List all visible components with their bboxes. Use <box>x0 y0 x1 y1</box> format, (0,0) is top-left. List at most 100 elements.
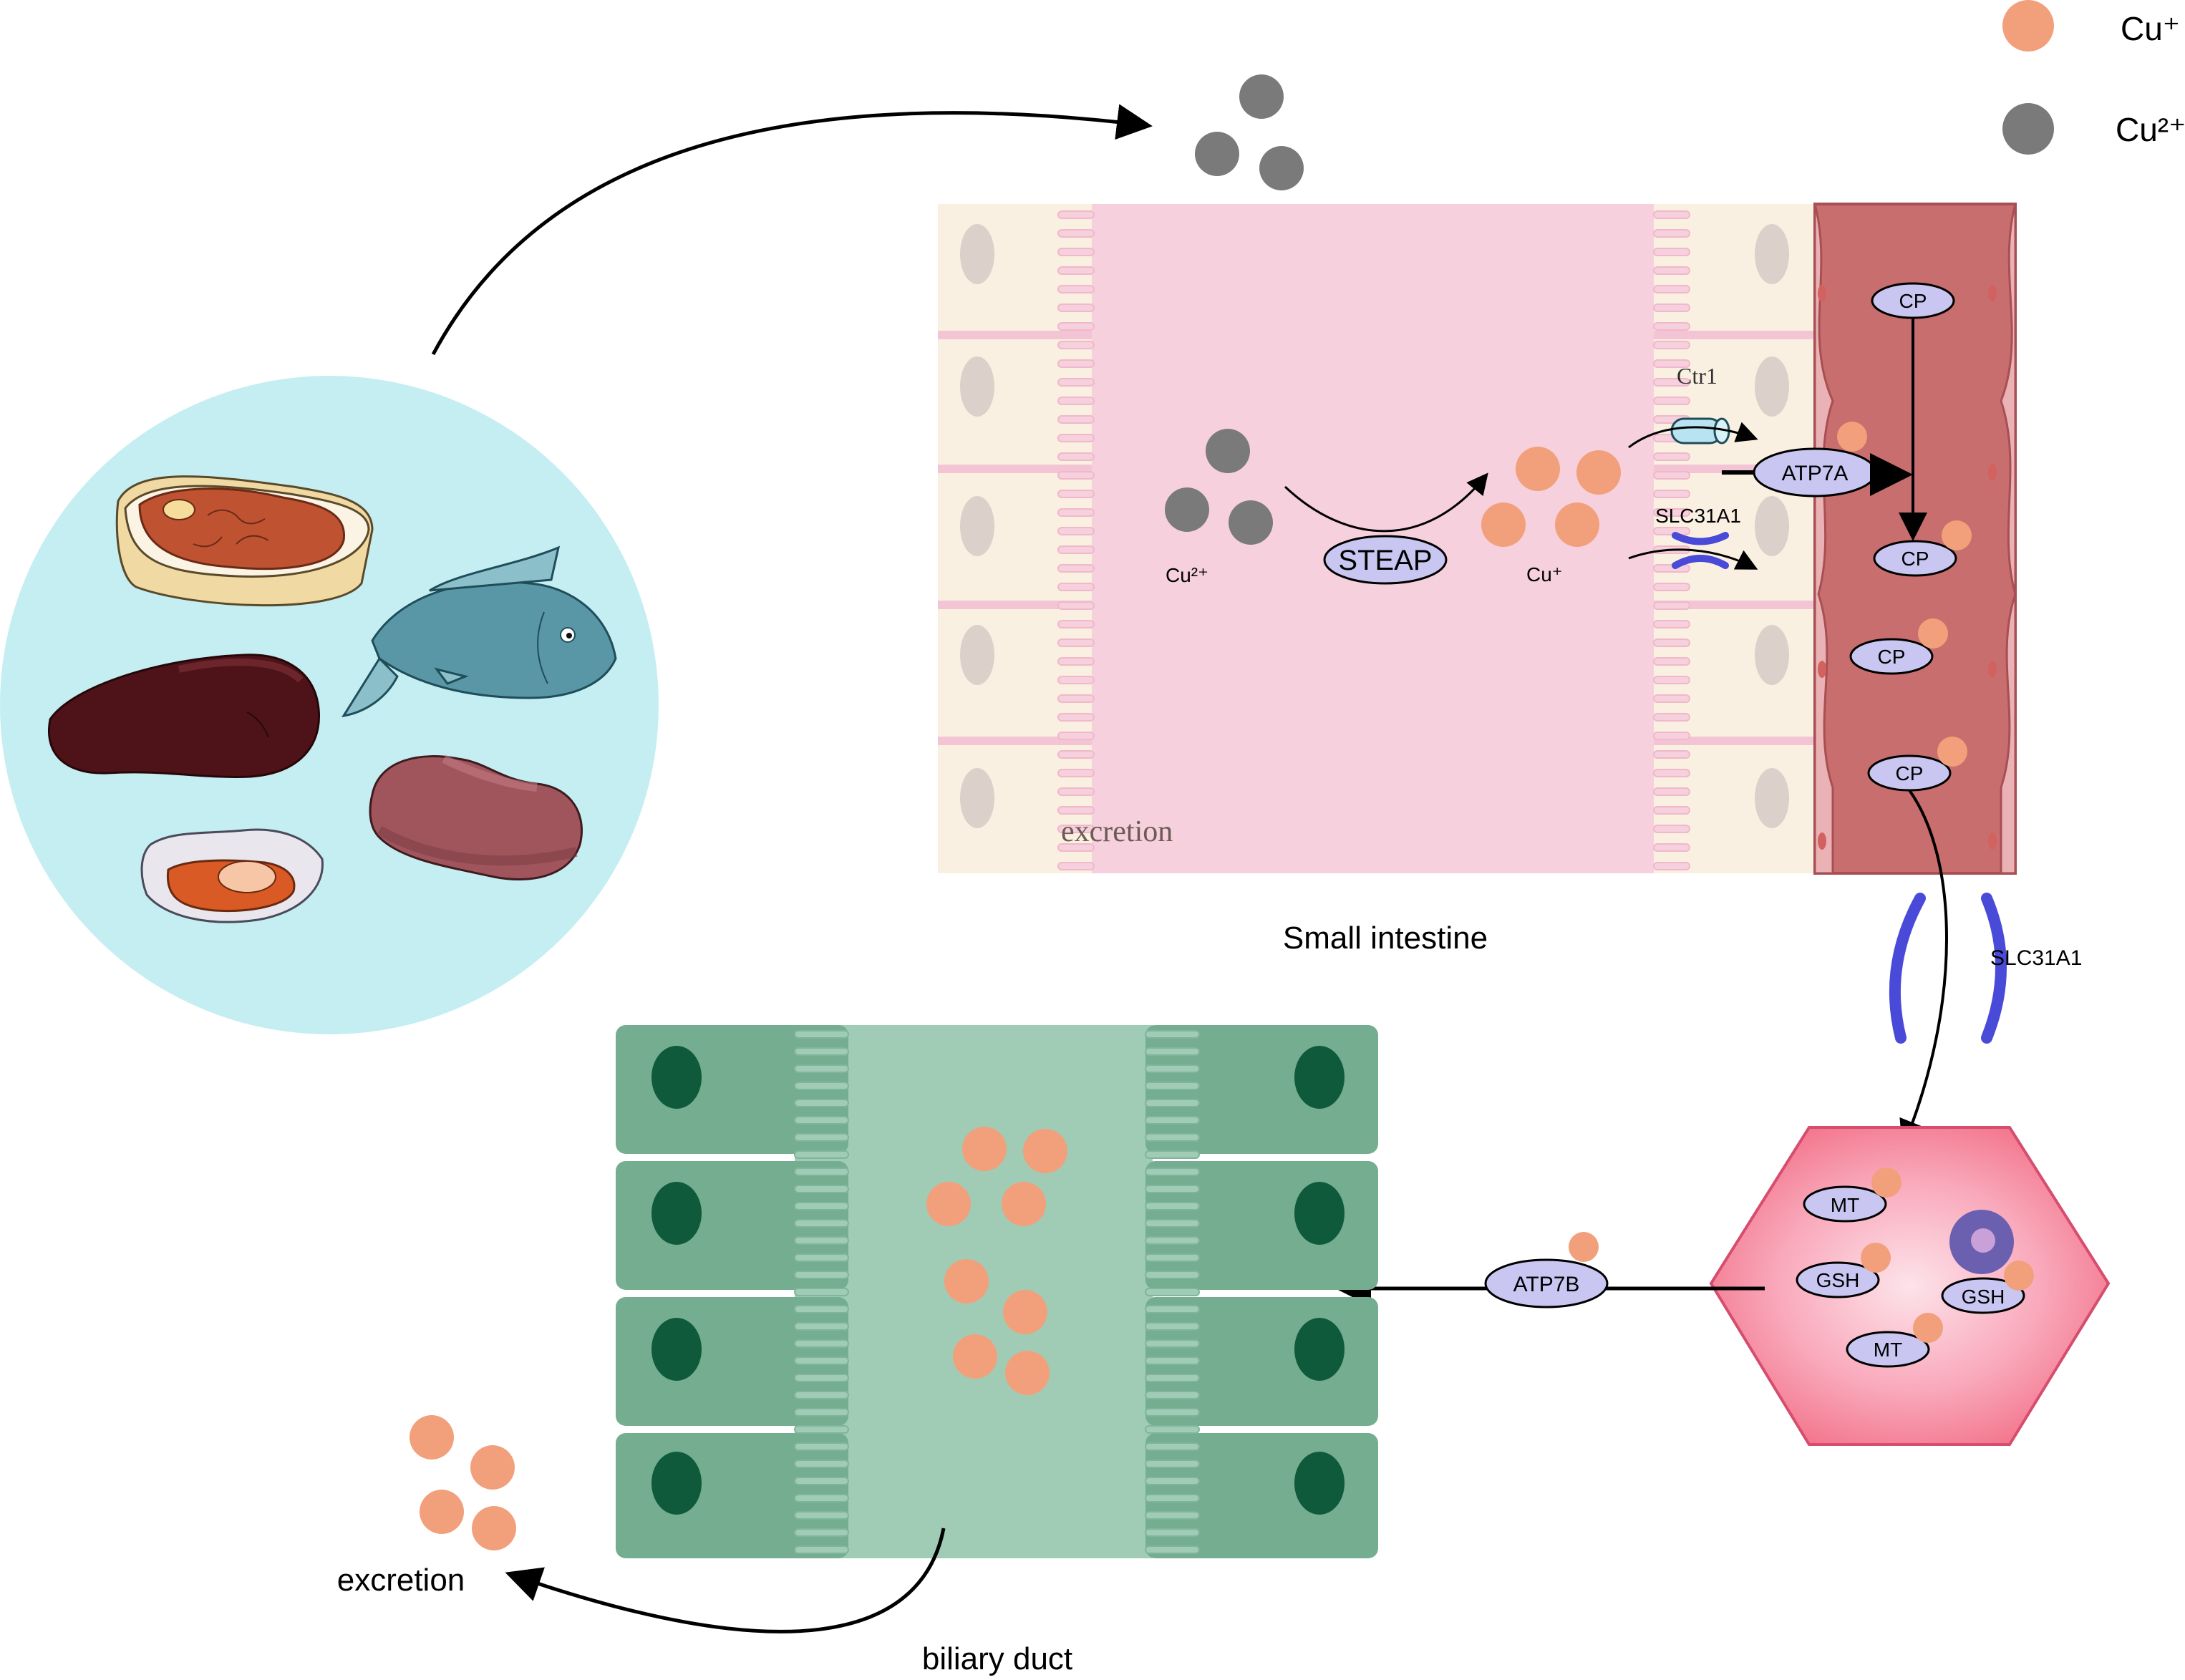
cu1-ion <box>1516 447 1560 491</box>
microvillus <box>1057 806 1095 815</box>
microvillus <box>1145 1167 1200 1176</box>
ctr1-uptake-arrow <box>1628 422 1758 449</box>
microvillus <box>1145 1305 1200 1314</box>
microvillus <box>1653 620 1690 628</box>
microvillus <box>1145 1425 1200 1434</box>
bile-cell-nucleus <box>651 1182 702 1245</box>
microvillus <box>1653 397 1690 405</box>
cu1-ion <box>953 1334 997 1379</box>
slc31a1-transporter-icon <box>1672 532 1729 569</box>
microvillus <box>794 1460 849 1468</box>
microvillus <box>1653 787 1690 796</box>
microvillus <box>794 1477 849 1485</box>
microvillus <box>1145 1339 1200 1348</box>
microvillus <box>1653 471 1690 480</box>
slc31a1-liver-transporter-icon <box>1889 893 2007 1044</box>
microvillus <box>794 1305 849 1314</box>
cp-label: CP <box>1896 762 1924 785</box>
microvillus <box>794 1047 849 1056</box>
ctr1-channel-icon <box>1670 417 1730 445</box>
mt-protein <box>1846 1331 1930 1368</box>
food-to-intestine-arrow <box>431 104 1153 356</box>
microvillus <box>1653 862 1690 870</box>
cu1-ion <box>472 1506 516 1550</box>
microvillus <box>1653 248 1690 256</box>
cu-plus-legend-label: Cu⁺ <box>2121 10 2180 47</box>
cp-protein <box>1873 540 1957 577</box>
small-intestine-title: Small intestine <box>1283 921 1488 956</box>
cu-2plus-legend-dot <box>2002 103 2054 155</box>
microvillus <box>1653 322 1690 331</box>
microvillus <box>794 1202 849 1210</box>
gsh-protein <box>1941 1277 2025 1314</box>
microvillus <box>1057 601 1095 610</box>
microvillus <box>794 1374 849 1382</box>
microvillus <box>1145 1064 1200 1073</box>
mt-label: MT <box>1874 1339 1902 1361</box>
slc31a1-uptake-arrow <box>1628 548 1758 570</box>
cu2-ion <box>1229 500 1273 545</box>
cu1-ion <box>2004 1261 2034 1291</box>
mt-label: MT <box>1831 1194 1859 1216</box>
microvillus <box>1057 210 1095 219</box>
kidney-icon <box>369 754 583 881</box>
microvillus <box>794 1219 849 1228</box>
microvillus <box>1145 1528 1200 1537</box>
microvillus <box>794 1236 849 1245</box>
bile-cell-nucleus <box>651 1318 702 1381</box>
microvillus <box>1057 843 1095 852</box>
microvillus <box>1145 1356 1200 1365</box>
microvillus <box>794 1391 849 1399</box>
microvillus <box>1653 285 1690 293</box>
microvillus <box>1057 359 1095 368</box>
cu2-ion <box>1239 74 1284 119</box>
microvillus <box>1057 322 1095 331</box>
microvillus <box>1057 564 1095 573</box>
microvillus <box>1145 1494 1200 1502</box>
blood-to-liver-arrow <box>1899 789 1948 1150</box>
microvillus <box>1057 397 1095 405</box>
ctr1-label: Ctr1 <box>1677 363 1718 389</box>
microvillus <box>1653 843 1690 852</box>
microvillus <box>794 1150 849 1159</box>
microvillus <box>1145 1374 1200 1382</box>
bile-cell-nucleus <box>651 1046 702 1109</box>
microvillus <box>794 1133 849 1142</box>
microvillus <box>794 1545 849 1554</box>
cp-protein <box>1849 638 1934 675</box>
liver-slc31a1-label: SLC31A1 <box>1990 946 2082 970</box>
legend: Cu⁺ Cu²⁺ <box>2002 0 2185 155</box>
microvillus <box>1057 490 1095 498</box>
bile-excretion-label: excretion <box>337 1563 465 1598</box>
microvillus <box>1057 341 1095 349</box>
cp-label: CP <box>1901 548 1929 570</box>
bile-cell-nucleus <box>1294 1046 1345 1109</box>
oyster-icon <box>140 828 324 923</box>
microvillus <box>794 1185 849 1193</box>
fish-icon <box>341 545 617 718</box>
microvillus <box>1653 564 1690 573</box>
microvillus <box>1145 1236 1200 1245</box>
cu1-ion <box>1003 1290 1047 1334</box>
atp7a-label: ATP7A <box>1782 462 1849 485</box>
microvillus <box>1057 415 1095 424</box>
microvillus <box>1145 1047 1200 1056</box>
microvillus <box>1057 639 1095 647</box>
microvillus <box>1145 1477 1200 1485</box>
microvillus <box>1653 806 1690 815</box>
cu1-ion <box>1918 618 1948 649</box>
microvillus <box>1653 676 1690 684</box>
microvillus <box>1653 490 1690 498</box>
cu1-ion <box>926 1182 971 1226</box>
microvillus <box>1057 657 1095 666</box>
microvillus <box>794 1356 849 1365</box>
microvillus <box>794 1322 849 1331</box>
microvillus <box>794 1339 849 1348</box>
cu1-ion <box>1023 1129 1067 1173</box>
microvillus <box>1057 620 1095 628</box>
microvillus <box>1145 1150 1200 1159</box>
microvillus <box>1653 527 1690 535</box>
microvillus <box>794 1253 849 1262</box>
microvillus <box>794 1442 849 1451</box>
